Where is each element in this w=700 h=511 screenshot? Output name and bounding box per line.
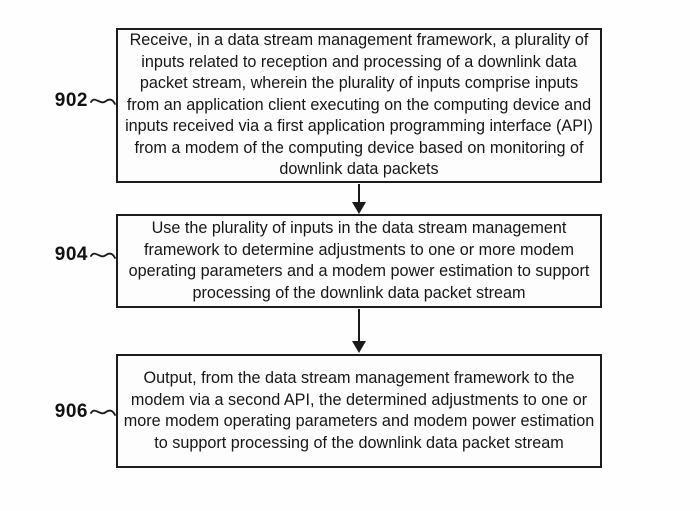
arrow-head-icon xyxy=(352,202,366,214)
flow-arrow-down xyxy=(351,309,367,353)
step-ref-label-906: 906 xyxy=(50,400,116,424)
step-ref-label-904: 904 xyxy=(50,243,116,267)
process-box-904: Use the plurality of inputs in the data … xyxy=(116,214,602,308)
process-box-text: Output, from the data stream management … xyxy=(123,369,595,452)
arrow-line xyxy=(358,309,360,346)
step-ref-number: 906 xyxy=(54,401,88,422)
tilde-connector-icon xyxy=(90,252,116,259)
process-box-906: Output, from the data stream management … xyxy=(116,354,602,468)
process-box-text: Use the plurality of inputs in the data … xyxy=(128,219,590,302)
step-ref-label-902: 902 xyxy=(50,89,116,113)
flow-arrow-down xyxy=(351,184,367,214)
process-box-902: Receive, in a data stream management fra… xyxy=(116,28,602,183)
tilde-connector-icon xyxy=(90,409,116,416)
arrow-head-icon xyxy=(352,341,366,353)
step-ref-number: 902 xyxy=(54,90,88,111)
process-box-text: Receive, in a data stream management fra… xyxy=(125,31,593,179)
tilde-connector-icon xyxy=(90,98,116,105)
step-ref-number: 904 xyxy=(54,244,88,265)
arrow-line xyxy=(358,184,360,207)
